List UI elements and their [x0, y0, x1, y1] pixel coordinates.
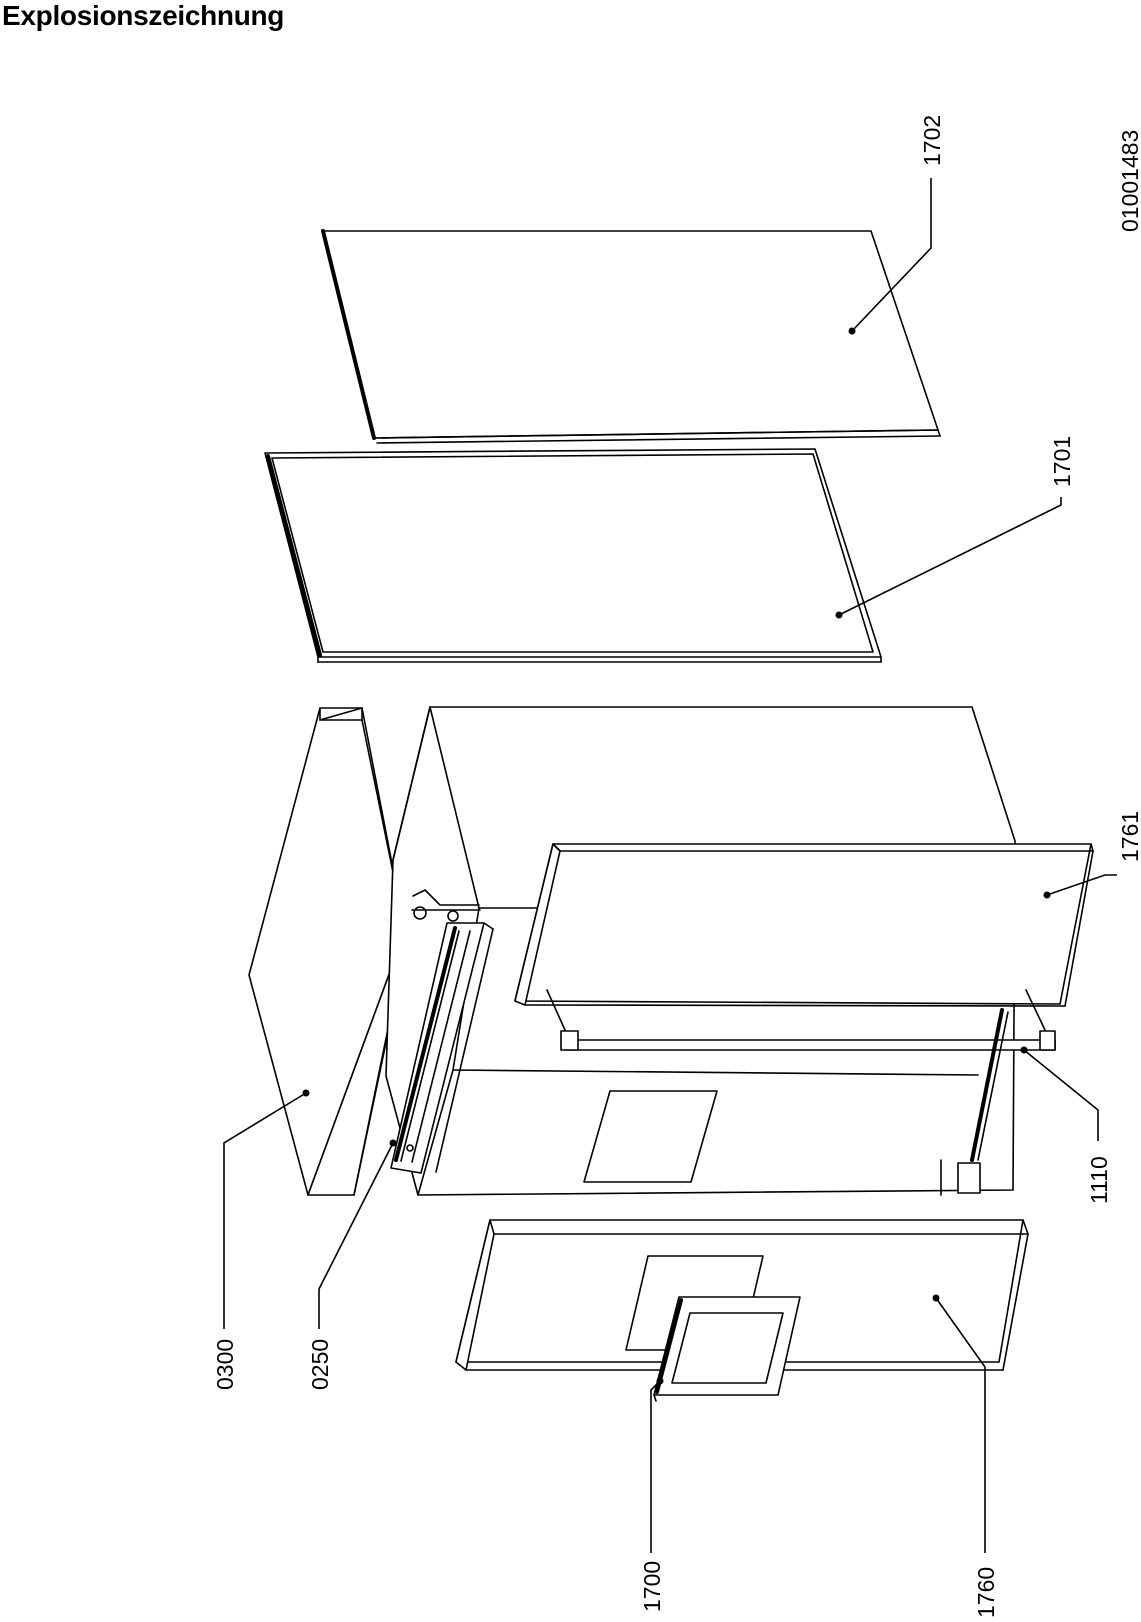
label-1110: 1110 — [1086, 1156, 1112, 1204]
label-0250: 0250 — [307, 1339, 333, 1390]
part-1761-door — [514, 843, 1094, 1031]
part-1701-frame — [264, 448, 882, 663]
part-1110-bar — [560, 1008, 1056, 1162]
label-1701: 1701 — [1049, 436, 1075, 487]
label-1760: 1760 — [973, 1567, 999, 1618]
part-1702-panel — [321, 229, 941, 444]
label-1700: 1700 — [639, 1561, 665, 1612]
drawing-number: 01001483 — [1117, 130, 1141, 232]
page-title: Explosionszeichnung — [2, 0, 285, 31]
leader-lines — [223, 178, 1117, 1553]
part-1700-frame — [653, 1296, 801, 1402]
label-1761: 1761 — [1117, 811, 1141, 862]
part-0300-plate — [248, 707, 409, 1196]
part-0250-rail — [390, 922, 494, 1174]
label-1702: 1702 — [919, 115, 945, 166]
label-0300: 0300 — [212, 1339, 238, 1390]
